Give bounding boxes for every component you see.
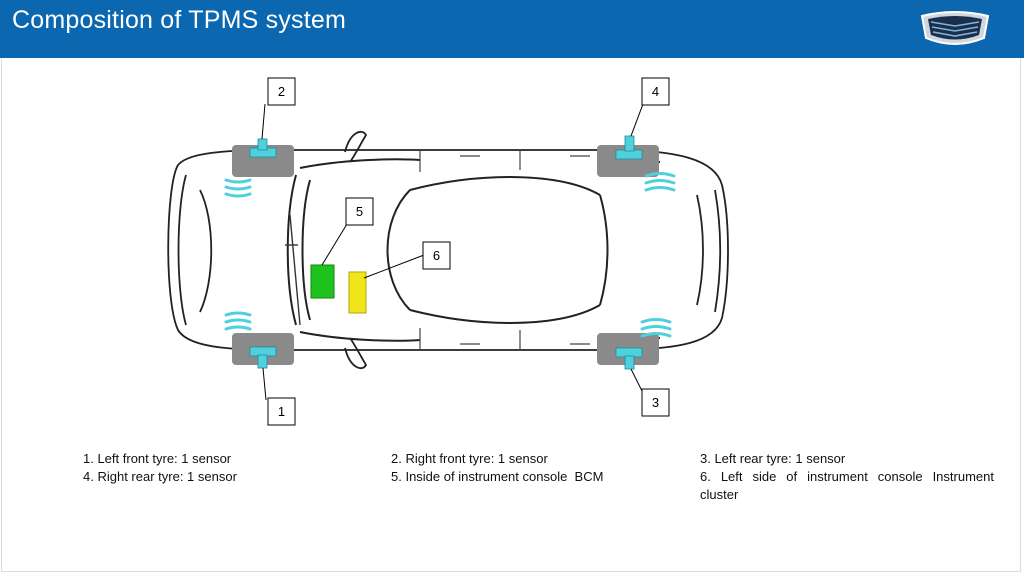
slide-title: Composition of TPMS system — [12, 6, 347, 34]
bcm-module — [310, 264, 335, 299]
legend-item-6: 6. Left side of instrument console Instr… — [700, 469, 994, 502]
sensor-left-rear-icon — [615, 347, 643, 370]
callout-leaders — [261, 103, 644, 401]
legend-item-1: 1. Left front tyre: 1 sensor — [83, 451, 232, 466]
signal-wave-left-front-icon — [224, 311, 252, 331]
sensor-left-front-icon — [249, 346, 277, 369]
signal-wave-right-rear-icon — [644, 172, 676, 192]
legend-column-1: 1. Left front tyre: 1 sensor 4. Right re… — [83, 450, 373, 486]
door-lines — [419, 150, 590, 350]
legend-item-2: 2. Right front tyre: 1 sensor — [391, 451, 548, 466]
legend-item-5: 5. Inside of instrument console BCM — [391, 469, 604, 484]
dashboard-lines — [285, 214, 301, 326]
callout-label-5: 5 — [356, 204, 363, 219]
slide-frame — [1, 58, 1021, 572]
instrument-cluster-module — [348, 271, 367, 314]
callout-label-1: 1 — [278, 404, 285, 419]
signal-wave-left-rear-icon — [640, 318, 672, 338]
car-body-outline — [167, 149, 729, 351]
sensor-right-rear-icon — [615, 135, 643, 160]
callout-boxes: 2 1 4 3 5 6 — [267, 77, 670, 426]
wheel-right-front — [232, 145, 294, 177]
slide-header: Composition of TPMS system — [0, 0, 1024, 58]
callout-label-3: 3 — [652, 395, 659, 410]
wheel-right-rear — [597, 145, 659, 177]
tpms-sensors — [249, 135, 643, 370]
callout-label-6: 6 — [433, 248, 440, 263]
car-cabin-outline — [286, 158, 661, 342]
legend-item-4: 4. Right rear tyre: 1 sensor — [83, 469, 237, 484]
callout-label-4: 4 — [652, 84, 659, 99]
side-mirrors — [344, 130, 368, 370]
legend-column-2: 2. Right front tyre: 1 sensor 5. Inside … — [391, 450, 681, 486]
legend-item-3: 3. Left rear tyre: 1 sensor — [700, 451, 846, 466]
legend-column-3: 3. Left rear tyre: 1 sensor 6. Left side… — [700, 450, 994, 504]
sensor-right-front-icon — [249, 138, 277, 158]
callout-label-2: 2 — [278, 84, 285, 99]
signal-wave-right-front-icon — [224, 178, 252, 198]
geely-logo-icon — [920, 11, 990, 45]
signal-waves — [224, 172, 676, 338]
